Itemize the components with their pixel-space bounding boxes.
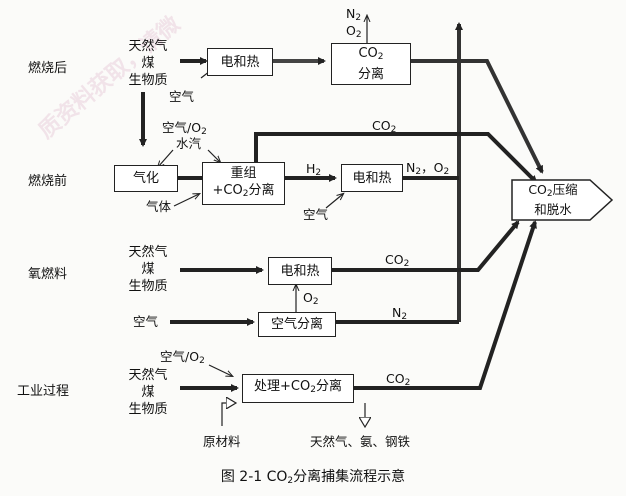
pre-heat-label: 电和热: [352, 170, 392, 186]
row-label-industrial: 工业过程: [17, 384, 70, 399]
post-fuel-list: 天然气 煤 生物质: [117, 38, 179, 89]
oxy-co2-label: CO2: [385, 252, 410, 269]
oxy-fuel-list: 天然气 煤 生物质: [117, 244, 179, 295]
compress-shape: [511, 179, 614, 221]
ind-air-o2-arrow: [208, 364, 232, 376]
pre-steam-label: 水汽: [176, 136, 202, 151]
post-co2-sep-line1: CO2: [358, 46, 384, 62]
reform-line1: 重组: [230, 165, 257, 181]
ind-products-label: 天然气、氨、钢铁: [310, 434, 411, 449]
post-co2-to-compress: [410, 59, 544, 174]
ind-air-o2-label: 空气/O2: [160, 349, 205, 366]
air-separation-label: 空气分离: [270, 317, 323, 332]
pre-co2-label: CO2: [372, 118, 397, 135]
pre-air-o2-arrow: [158, 149, 174, 167]
pre-gas-label: 气体: [146, 199, 172, 214]
gasify-label: 气化: [132, 171, 159, 186]
oxy-n2-label: N2: [392, 305, 408, 322]
ind-co2-to-compress: [354, 220, 537, 390]
pre-air-label: 空气: [303, 207, 329, 222]
pre-air-o2-label: 空气/O2: [162, 120, 207, 137]
ind-co2-label: CO2: [386, 371, 411, 388]
fuel-biomass: 生物质: [128, 73, 168, 88]
row-label-pre-combustion: 燃烧前: [28, 174, 68, 189]
fuel-coal: 煤: [141, 385, 155, 400]
pre-n2-o2-label: N2，O2: [406, 160, 450, 177]
post-co2-sep-box: CO2 分离: [331, 43, 411, 85]
oxy-heat-box: 电和热: [268, 257, 332, 285]
oxy-co2-to-compress: [332, 220, 520, 272]
row-label-oxy-fuel: 氧燃料: [28, 267, 68, 282]
oxy-heat-label: 电和热: [280, 263, 320, 279]
fuel-biomass: 生物质: [128, 402, 168, 417]
air-separation-box: 空气分离: [258, 312, 336, 337]
post-air-label: 空气: [169, 89, 195, 104]
fuel-natural-gas: 天然气: [128, 368, 168, 383]
ind-process-box: 处理+CO2分离: [242, 374, 354, 403]
post-heat-box: 电和热: [207, 48, 273, 76]
ind-process-label: 处理+CO2分离: [254, 379, 342, 395]
top-n2-label: N2: [346, 6, 362, 23]
fuel-coal: 煤: [141, 262, 155, 277]
post-co2-sep-line2: 分离: [357, 67, 384, 82]
pre-co2-to-compress: [254, 132, 538, 184]
pre-gas-arrow: [173, 194, 199, 207]
fuel-natural-gas: 天然气: [128, 39, 168, 54]
compress-line2: 和脱水: [534, 202, 572, 217]
ind-raw-arrow: [221, 403, 232, 426]
oxy-o2-label: O2: [303, 290, 319, 307]
fuel-natural-gas: 天然气: [128, 245, 168, 260]
fuel-biomass: 生物质: [128, 279, 168, 294]
pre-heat-box: 电和热: [341, 164, 403, 192]
pre-air-arrow: [325, 194, 343, 209]
reform-line2: +CO2分离: [212, 182, 275, 199]
ind-raw-material-label: 原材料: [203, 434, 241, 449]
compress-label-box: CO2压缩 和脱水: [513, 181, 593, 219]
oxy-air-label: 空气: [133, 314, 159, 329]
reform-box: 重组 +CO2分离: [202, 162, 285, 205]
compress-line1: CO2压缩: [528, 182, 578, 199]
fuel-coal: 煤: [141, 56, 155, 71]
gasify-box: 气化: [114, 165, 178, 192]
pre-h2-label: H2: [306, 161, 322, 178]
figure-caption: 图 2-1 CO2分离捕集流程示意: [220, 469, 406, 486]
top-o2-label: O2: [346, 23, 362, 40]
post-heat-label: 电和热: [220, 54, 260, 70]
ind-fuel-list: 天然气 煤 生物质: [117, 367, 179, 418]
row-label-post-combustion: 燃烧后: [28, 61, 68, 76]
pre-steam-arrow: [207, 149, 220, 162]
